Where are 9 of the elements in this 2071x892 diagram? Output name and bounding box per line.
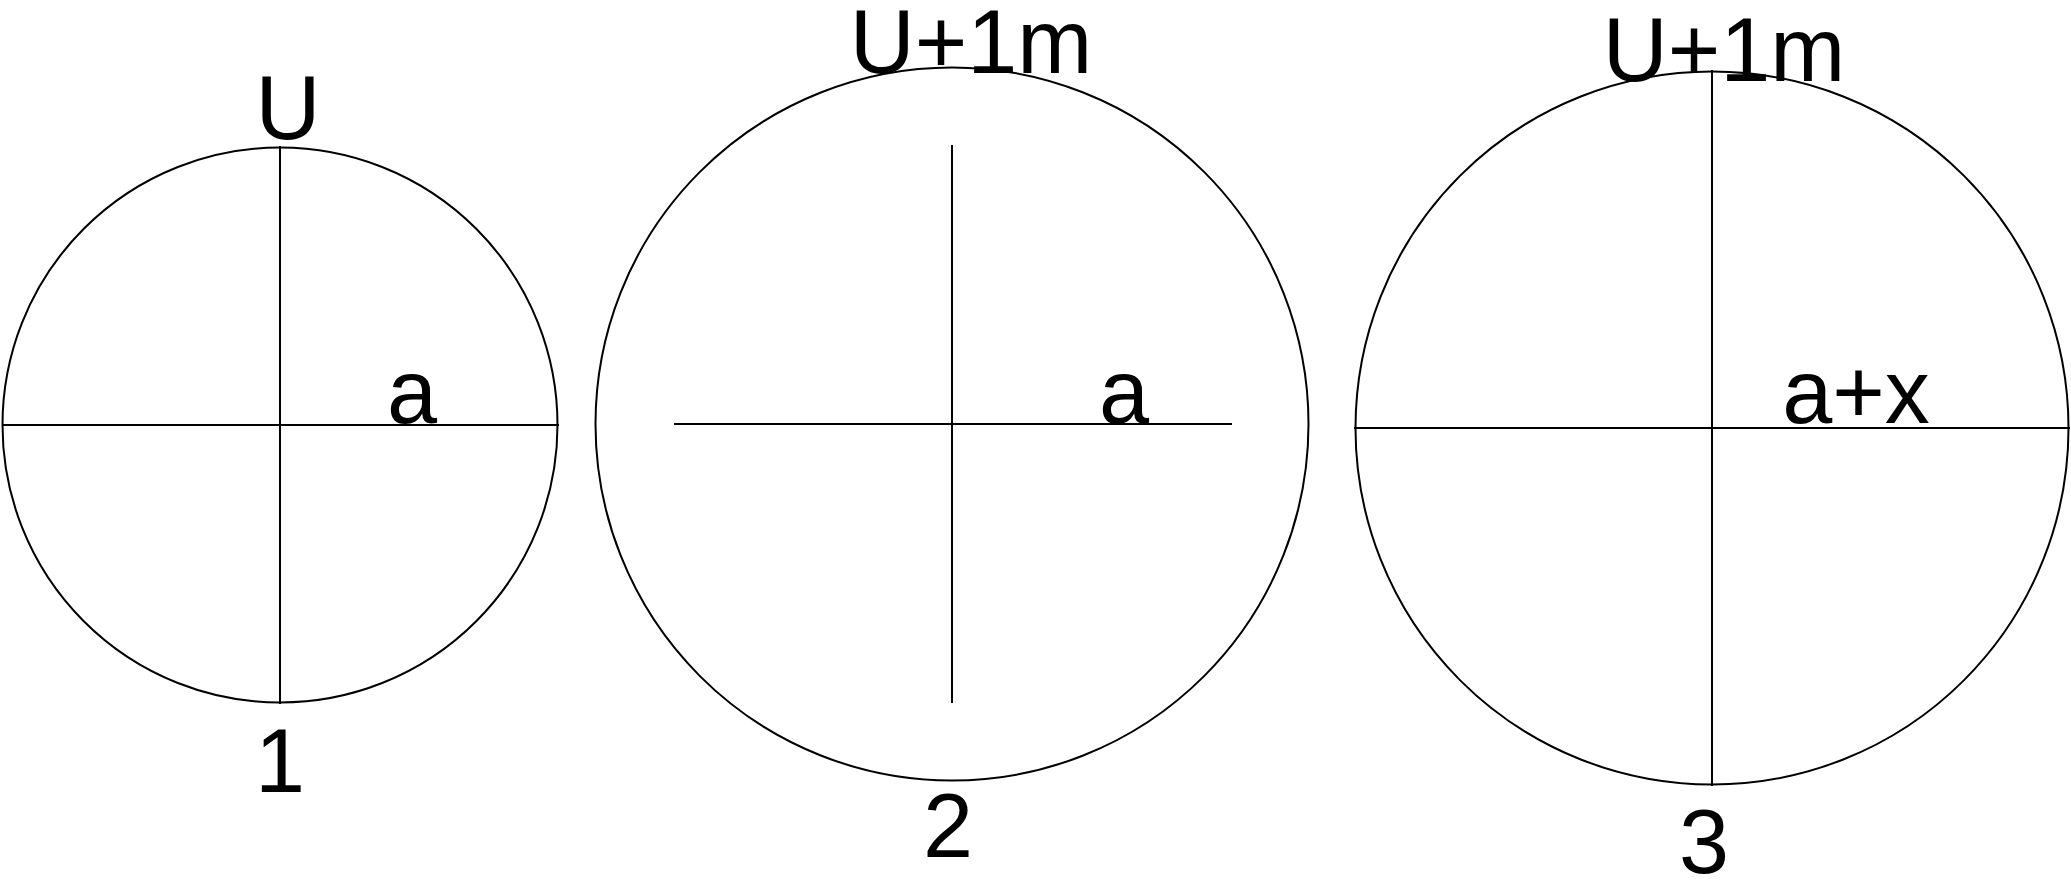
top-label: U+1m xyxy=(1602,5,1846,95)
radius-label: a xyxy=(1098,347,1150,437)
radius-label: a xyxy=(386,347,438,437)
figure-number: 3 xyxy=(1678,797,1730,887)
top-label: U+1m xyxy=(849,0,1093,87)
top-label: U xyxy=(255,63,321,153)
figure-number: 2 xyxy=(922,781,974,871)
figure-number: 1 xyxy=(254,716,306,806)
radius-label: a+x xyxy=(1782,347,1930,437)
